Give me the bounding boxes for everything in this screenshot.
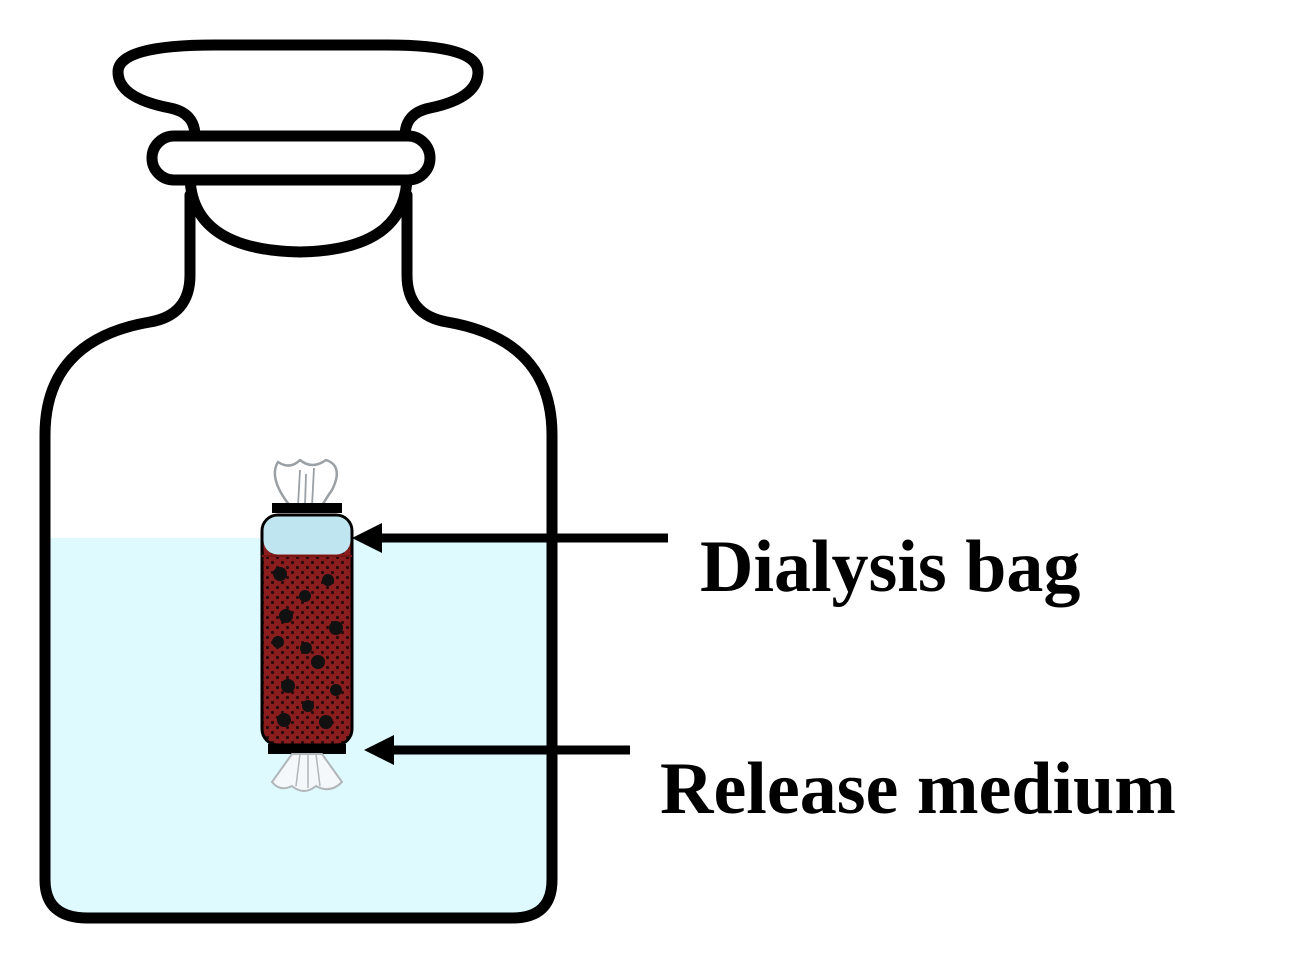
release-medium-arrow xyxy=(364,735,630,765)
dialysis-bag-top-liquid xyxy=(263,516,351,555)
release-medium-label: Release medium xyxy=(660,748,1176,830)
dialysis-bag-bottom-tie xyxy=(271,753,343,792)
dialysis-bag-arrow xyxy=(352,523,668,553)
bottle-neck-ring xyxy=(146,130,436,186)
bottle-stopper-plug xyxy=(184,169,413,258)
dialysis-bag-bottom-clip xyxy=(268,744,346,754)
bottle-stopper-cap xyxy=(112,39,484,142)
dialysis-bag-particles xyxy=(272,567,343,729)
dialysis-bag-top-clip xyxy=(272,503,342,513)
dialysis-bag-bottom-tie-folds xyxy=(295,753,321,788)
dialysis-bag-top-tie-folds xyxy=(297,467,315,507)
bottle-body xyxy=(39,189,558,924)
dialysis-bag-label: Dialysis bag xyxy=(700,526,1081,608)
